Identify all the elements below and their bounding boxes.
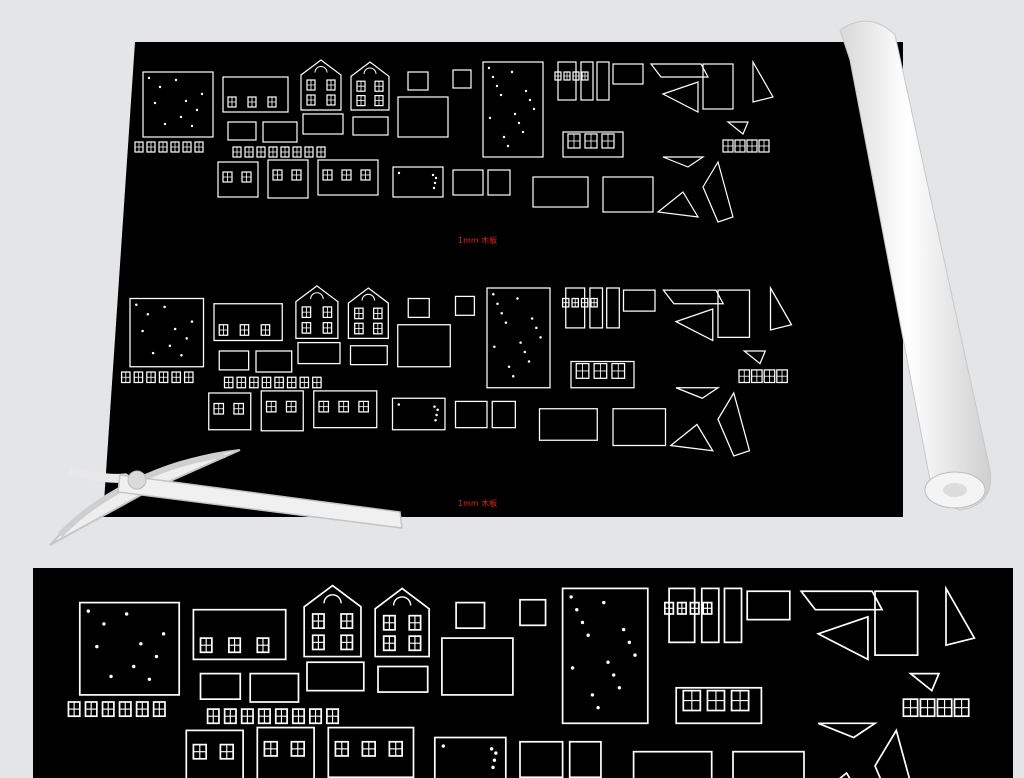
cut-piece xyxy=(811,773,868,778)
